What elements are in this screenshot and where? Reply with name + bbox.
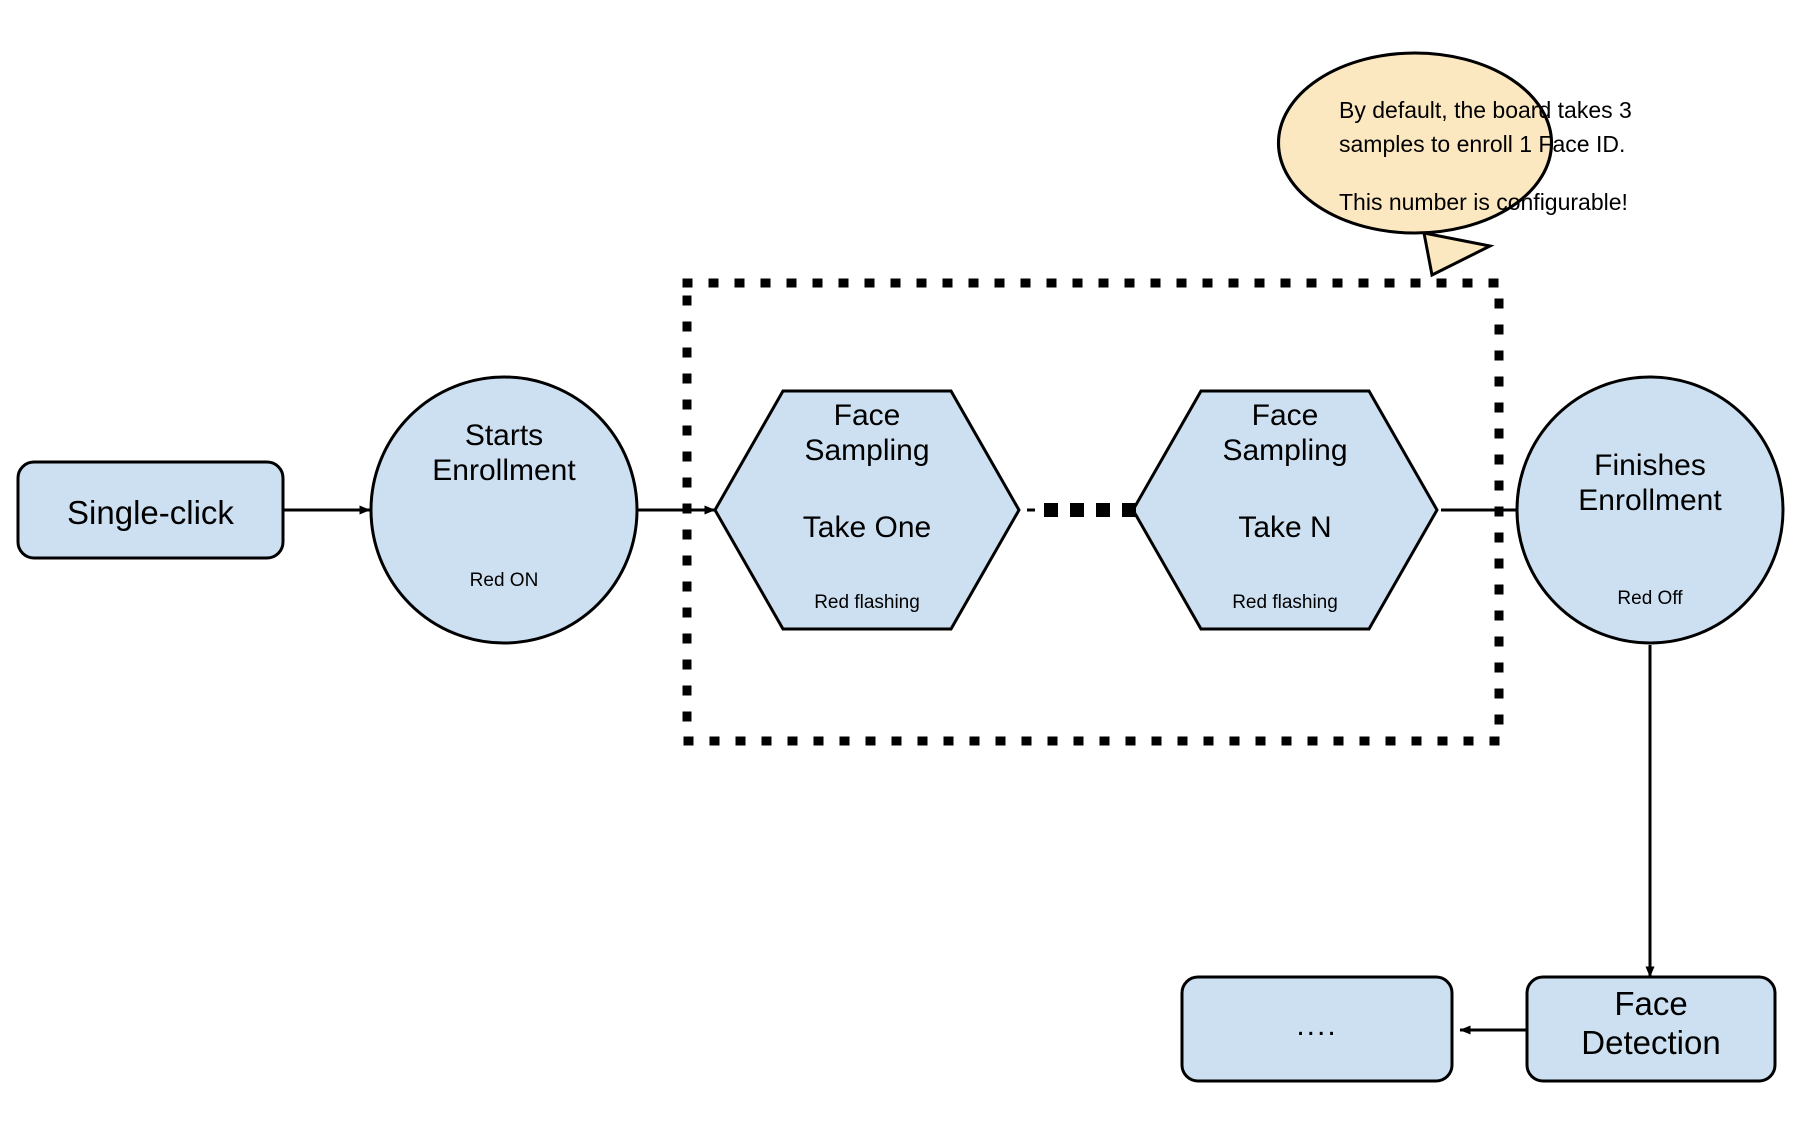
callout-line-2: samples to enroll 1 Face ID. xyxy=(1339,131,1626,157)
node-continues[interactable] xyxy=(1180,975,1454,1083)
sampling-group-box xyxy=(687,283,803,284)
callout-bubble[interactable] xyxy=(1276,51,1554,278)
node-face-sampling-take-one[interactable] xyxy=(713,389,1021,631)
sampling-ellipsis-dots xyxy=(1044,503,1136,517)
callout-tail xyxy=(1422,231,1495,278)
node-finishes-enrollment[interactable] xyxy=(1515,375,1785,645)
sampling-group-border xyxy=(682,278,1504,746)
node-starts-enrollment[interactable] xyxy=(369,375,639,645)
node-single-click[interactable] xyxy=(16,460,285,560)
callout-line-1: By default, the board takes 3 xyxy=(1339,97,1632,123)
callout-ellipse xyxy=(1276,51,1554,235)
callout-line-4: This number is configurable! xyxy=(1339,189,1628,215)
node-face-detection[interactable] xyxy=(1525,975,1777,1083)
node-face-sampling-take-n[interactable] xyxy=(1131,389,1439,631)
